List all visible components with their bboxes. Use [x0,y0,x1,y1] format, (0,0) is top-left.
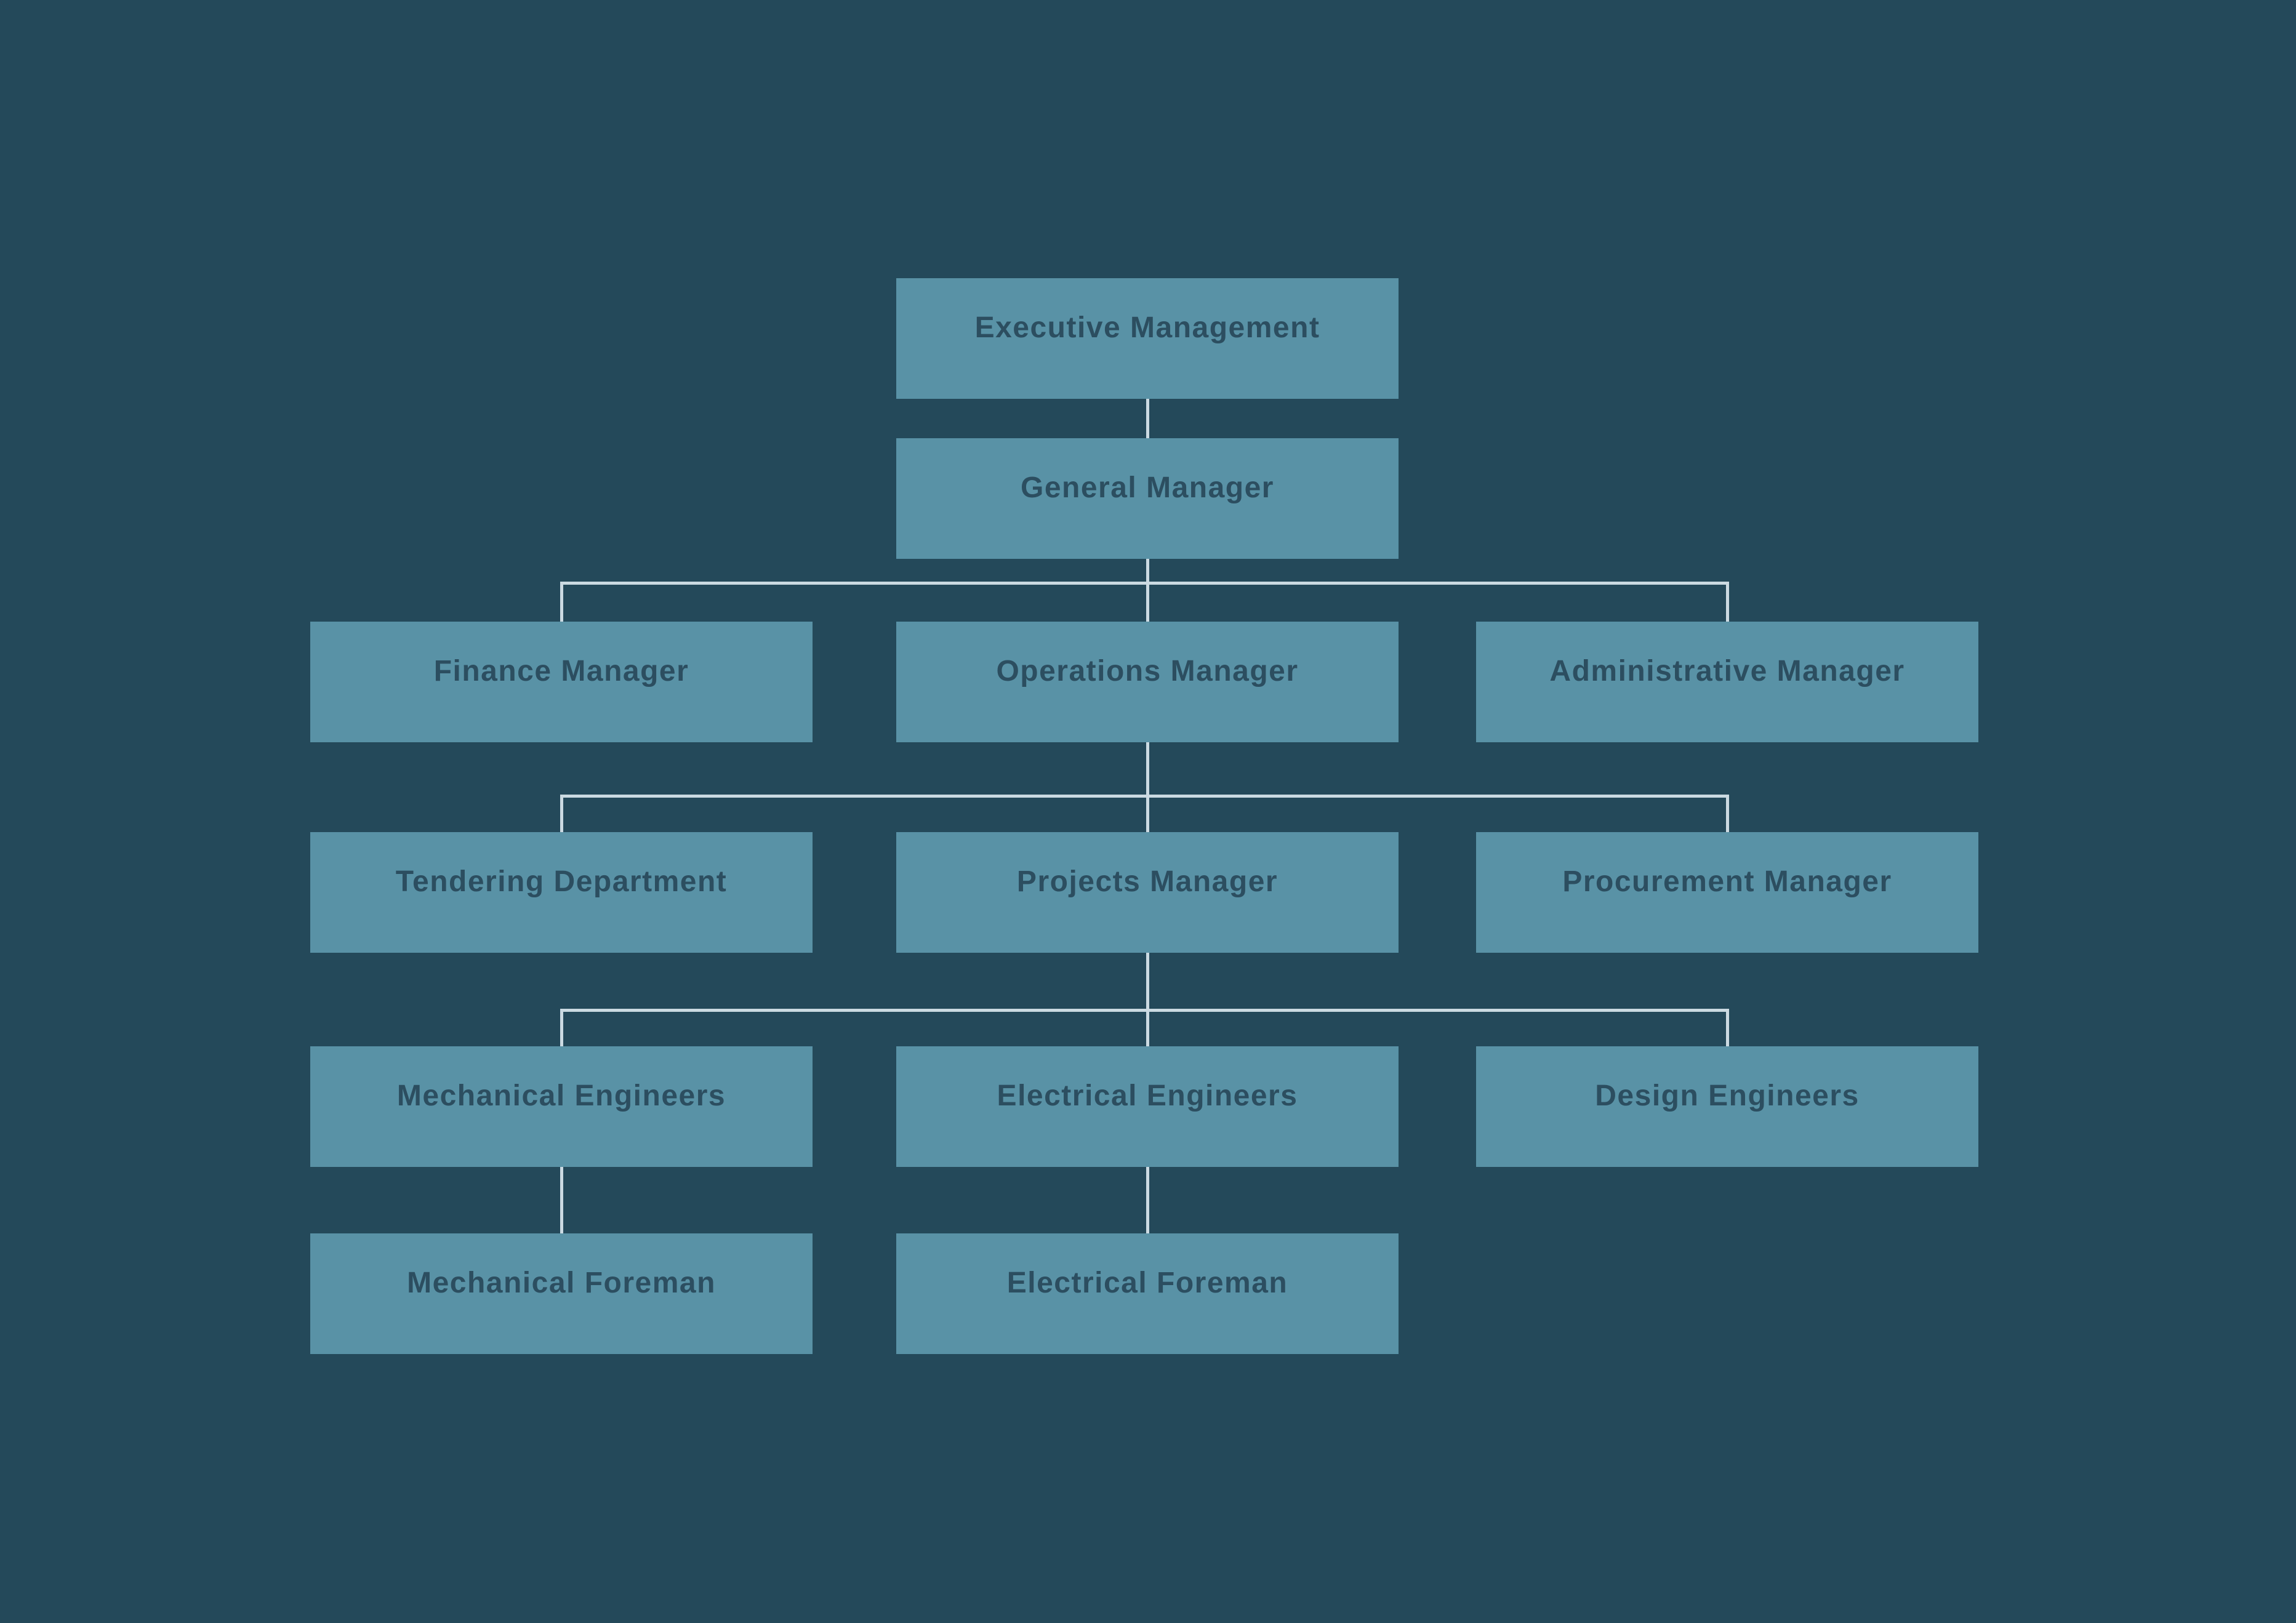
node-general-manager: General Manager [896,438,1399,559]
connector-branch3-to-design [1726,1010,1729,1046]
connector-general-to-branch1 [1146,559,1149,622]
node-label: Mechanical Engineers [396,1079,726,1112]
connector-executive-to-general [1146,399,1149,438]
connector-branch2-to-procurement [1726,796,1729,832]
node-projects-manager: Projects Manager [896,832,1399,953]
connector-electrical-engineers-to-foreman [1146,1167,1149,1233]
node-label: Tendering Department [395,865,728,898]
node-label: Mechanical Foreman [407,1266,716,1299]
connector-branch2-to-tendering [560,796,563,832]
node-label: Operations Manager [996,654,1299,687]
node-label: Electrical Engineers [997,1079,1298,1112]
node-electrical-foreman: Electrical Foreman [896,1233,1399,1354]
node-electrical-engineers: Electrical Engineers [896,1046,1399,1167]
connector-branch1-to-finance [560,583,563,622]
node-mechanical-engineers: Mechanical Engineers [310,1046,813,1167]
node-label: Projects Manager [1016,865,1278,898]
node-operations-manager: Operations Manager [896,622,1399,742]
connector-operations-to-branch2 [1146,742,1149,832]
node-label: General Manager [1021,471,1274,504]
node-label: Finance Manager [433,654,689,687]
node-executive-management: Executive Management [896,278,1399,399]
node-label: Administrative Manager [1549,654,1905,687]
node-label: Procurement Manager [1562,865,1892,898]
node-design-engineers: Design Engineers [1476,1046,1978,1167]
connector-branch3-horizontal [560,1009,1729,1012]
node-label: Electrical Foreman [1006,1266,1288,1299]
node-label: Design Engineers [1595,1079,1860,1112]
node-label: Executive Management [974,311,1320,344]
connector-branch1-horizontal [560,582,1729,585]
node-mechanical-foreman: Mechanical Foreman [310,1233,813,1354]
connector-branch3-to-mechanical [560,1010,563,1046]
connector-projects-to-branch3 [1146,953,1149,1046]
node-procurement-manager: Procurement Manager [1476,832,1978,953]
connector-mechanical-engineers-to-foreman [560,1167,563,1233]
node-tendering-department: Tendering Department [310,832,813,953]
node-administrative-manager: Administrative Manager [1476,622,1978,742]
connector-branch1-to-administrative [1726,583,1729,622]
connector-branch2-horizontal [560,795,1729,798]
node-finance-manager: Finance Manager [310,622,813,742]
